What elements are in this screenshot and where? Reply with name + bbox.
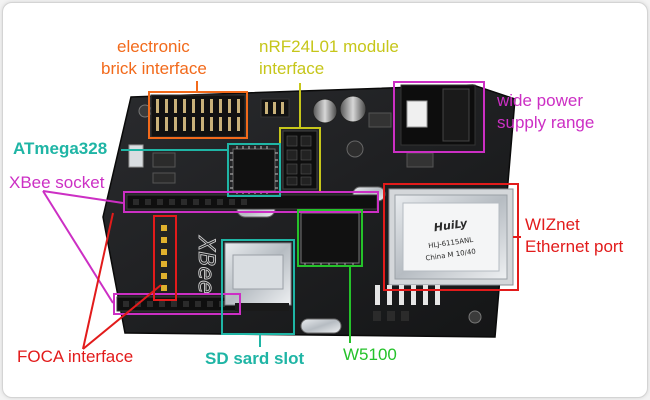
- jack-brand-text: HuiLy: [433, 217, 469, 235]
- sd-slot-leader: [259, 335, 261, 347]
- xbee-silkscreen: XBee: [193, 235, 218, 293]
- nrf24l01-label-line1: nRF24L01 module: [259, 37, 399, 56]
- electronic-brick-label-line1: electronic: [117, 37, 190, 56]
- power-box: [393, 81, 485, 153]
- wiznet-label-line1: WIZnet: [525, 215, 580, 234]
- atmega-leader: [121, 149, 227, 151]
- atmega-box: [227, 143, 281, 197]
- nrf24l01-box: [279, 127, 321, 193]
- w5100-box: [297, 209, 363, 267]
- foca-label: FOCA interface: [17, 347, 134, 366]
- sd-slot-box: [221, 239, 295, 335]
- nrf24l01-leader: [299, 83, 301, 127]
- wiznet-label-line2: Ethernet port: [525, 237, 624, 256]
- sd-slot-label: SD sard slot: [205, 349, 305, 368]
- w5100-leader-v: [349, 267, 351, 343]
- w5100-label: W5100: [343, 345, 397, 364]
- power-label-line1: wide power: [497, 91, 583, 110]
- electronic-brick-box: [148, 91, 248, 139]
- atmega-label: ATmega328: [13, 139, 108, 158]
- foca-box: [153, 215, 177, 301]
- power-label-line2: supply range: [497, 113, 595, 132]
- electronic-brick-leader: [196, 81, 198, 91]
- xbee-top-box: [123, 191, 379, 213]
- nrf24l01-label-line2: interface: [259, 59, 325, 78]
- xbee-socket-label: XBee socket: [9, 173, 105, 192]
- electronic-brick-label-line2: brick interface: [101, 59, 207, 78]
- wiznet-box: [383, 183, 519, 291]
